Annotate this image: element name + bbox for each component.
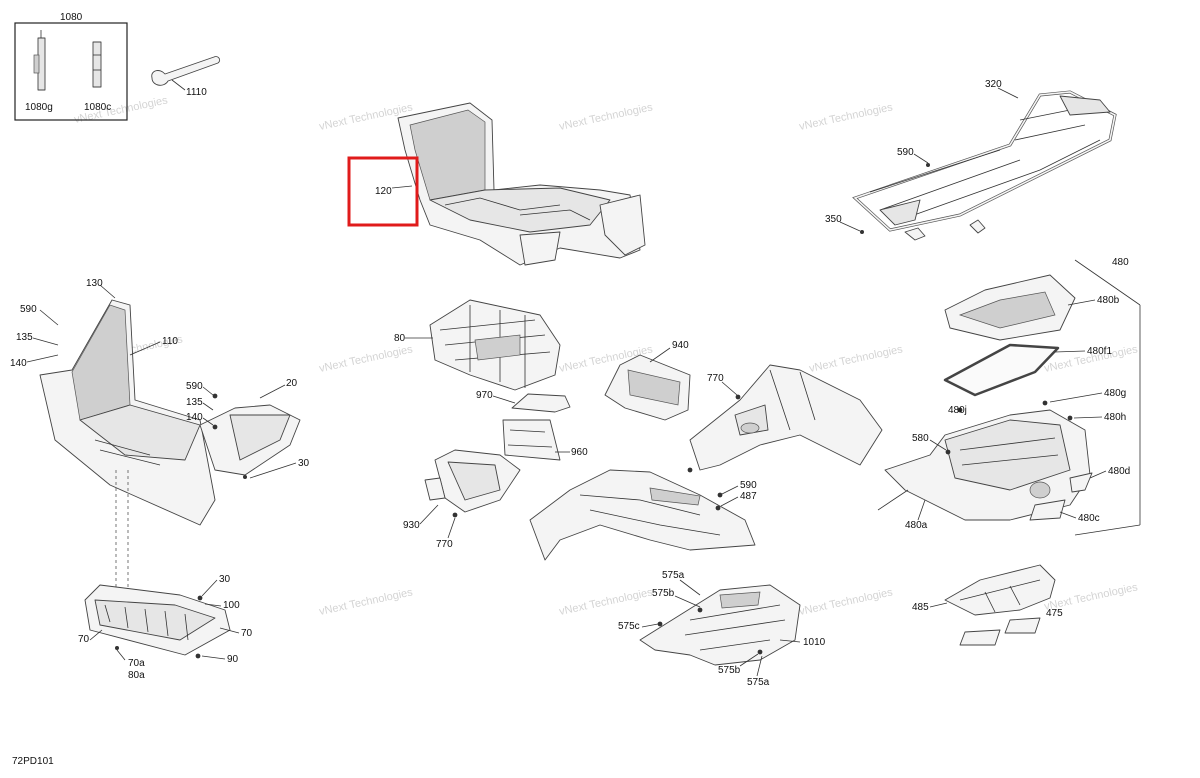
callout-135: 135 [16,332,33,343]
callout-70: 70 [241,628,253,639]
callout-480g: 480g [1104,388,1126,399]
callout-575b: 575b [652,588,675,599]
callout-480a: 480a [905,520,928,531]
part-480-box [884,400,1093,521]
callout-475: 475 [1046,608,1063,619]
callout-960: 960 [571,447,588,458]
group-bracket-480 [1074,259,1141,306]
callout-110: 110 [162,336,178,347]
callout-30: 30 [219,574,231,585]
callout-350: 350 [825,214,842,225]
watermark: vNext Technologies [558,101,654,133]
callout-140: 140 [10,358,27,369]
callout-930: 930 [403,520,420,531]
watermark: vNext Technologies [798,586,894,618]
callout-90: 90 [227,654,239,665]
part-1080c [92,41,102,88]
part-480b-lid [944,274,1076,341]
part-80-bracket [429,299,561,391]
callout-480f1: 480f1 [1087,346,1112,357]
callout-135: 135 [186,397,203,408]
callout-480d: 480d [1108,466,1130,477]
part-940-box [604,354,691,421]
callout-480b: 480b [1097,295,1120,306]
callout-80a: 80a [128,670,145,681]
part-960 [502,419,561,461]
watermark: vNext Technologies [318,343,414,375]
callout-100: 100 [223,600,240,611]
kit-box-frame [14,22,128,121]
part-lower-fender [529,469,756,561]
callout-30: 30 [298,458,310,469]
callout-480h: 480h [1104,412,1126,423]
watermark: vNext Technologies [318,586,414,618]
callout-120: 120 [375,186,392,197]
part-970 [511,393,571,413]
part-70-footrest [84,584,231,659]
diagram-code: 72PD101 [12,756,54,767]
callout-590: 590 [740,480,757,491]
callout-1080: 1080 [60,12,83,23]
callout-575a: 575a [747,677,770,688]
callout-580: 580 [912,433,929,444]
callout-20: 20 [286,378,298,389]
part-485-plate [944,564,1056,616]
part-120-body [397,102,646,266]
part-320-rack [852,90,1117,241]
callout-1080c: 1080c [84,102,111,113]
callout-1080g: 1080g [25,102,53,113]
callout-590: 590 [20,304,37,315]
watermark: vNext Technologies [558,586,654,618]
callout-480j: 480j [948,405,967,416]
part-475-pad [959,629,1001,646]
callout-130: 130 [86,278,103,289]
part-front-fender [687,364,883,473]
part-1010-skid [639,584,801,666]
callout-320: 320 [985,79,1002,90]
callout-1110: 1110 [186,87,207,98]
tool-kit-1080: 1080 1080g 1080c 1110 [14,12,221,121]
watermarks: vNext Technologies vNext Technologies vN… [73,94,1139,618]
callout-575b: 575b [718,665,741,676]
callout-970: 970 [476,390,493,401]
callout-770: 770 [707,373,724,384]
part-930-box [424,449,521,518]
callout-487: 487 [740,491,757,502]
callout-575a: 575a [662,570,685,581]
part-1110-wrench [151,56,221,86]
callout-80: 80 [394,333,406,344]
callout-770: 770 [436,539,453,550]
callout-480c: 480c [1078,513,1100,524]
part-480f1-seal [943,343,1060,397]
callout-480: 480 [1112,257,1129,268]
callout-70: 70 [78,634,90,645]
highlight-box-120 [347,156,419,227]
callout-485: 485 [912,602,929,613]
callout-70a: 70a [128,658,145,669]
watermark: vNext Technologies [808,343,904,375]
callout-590: 590 [186,381,203,392]
callout-140: 140 [186,412,203,423]
callout-575c: 575c [618,621,640,632]
callout-590: 590 [897,147,914,158]
callout-1010: 1010 [803,637,826,648]
part-475-pad [1004,617,1041,634]
callout-940: 940 [672,340,689,351]
watermark: vNext Technologies [798,101,894,133]
part-110-body [39,299,301,526]
